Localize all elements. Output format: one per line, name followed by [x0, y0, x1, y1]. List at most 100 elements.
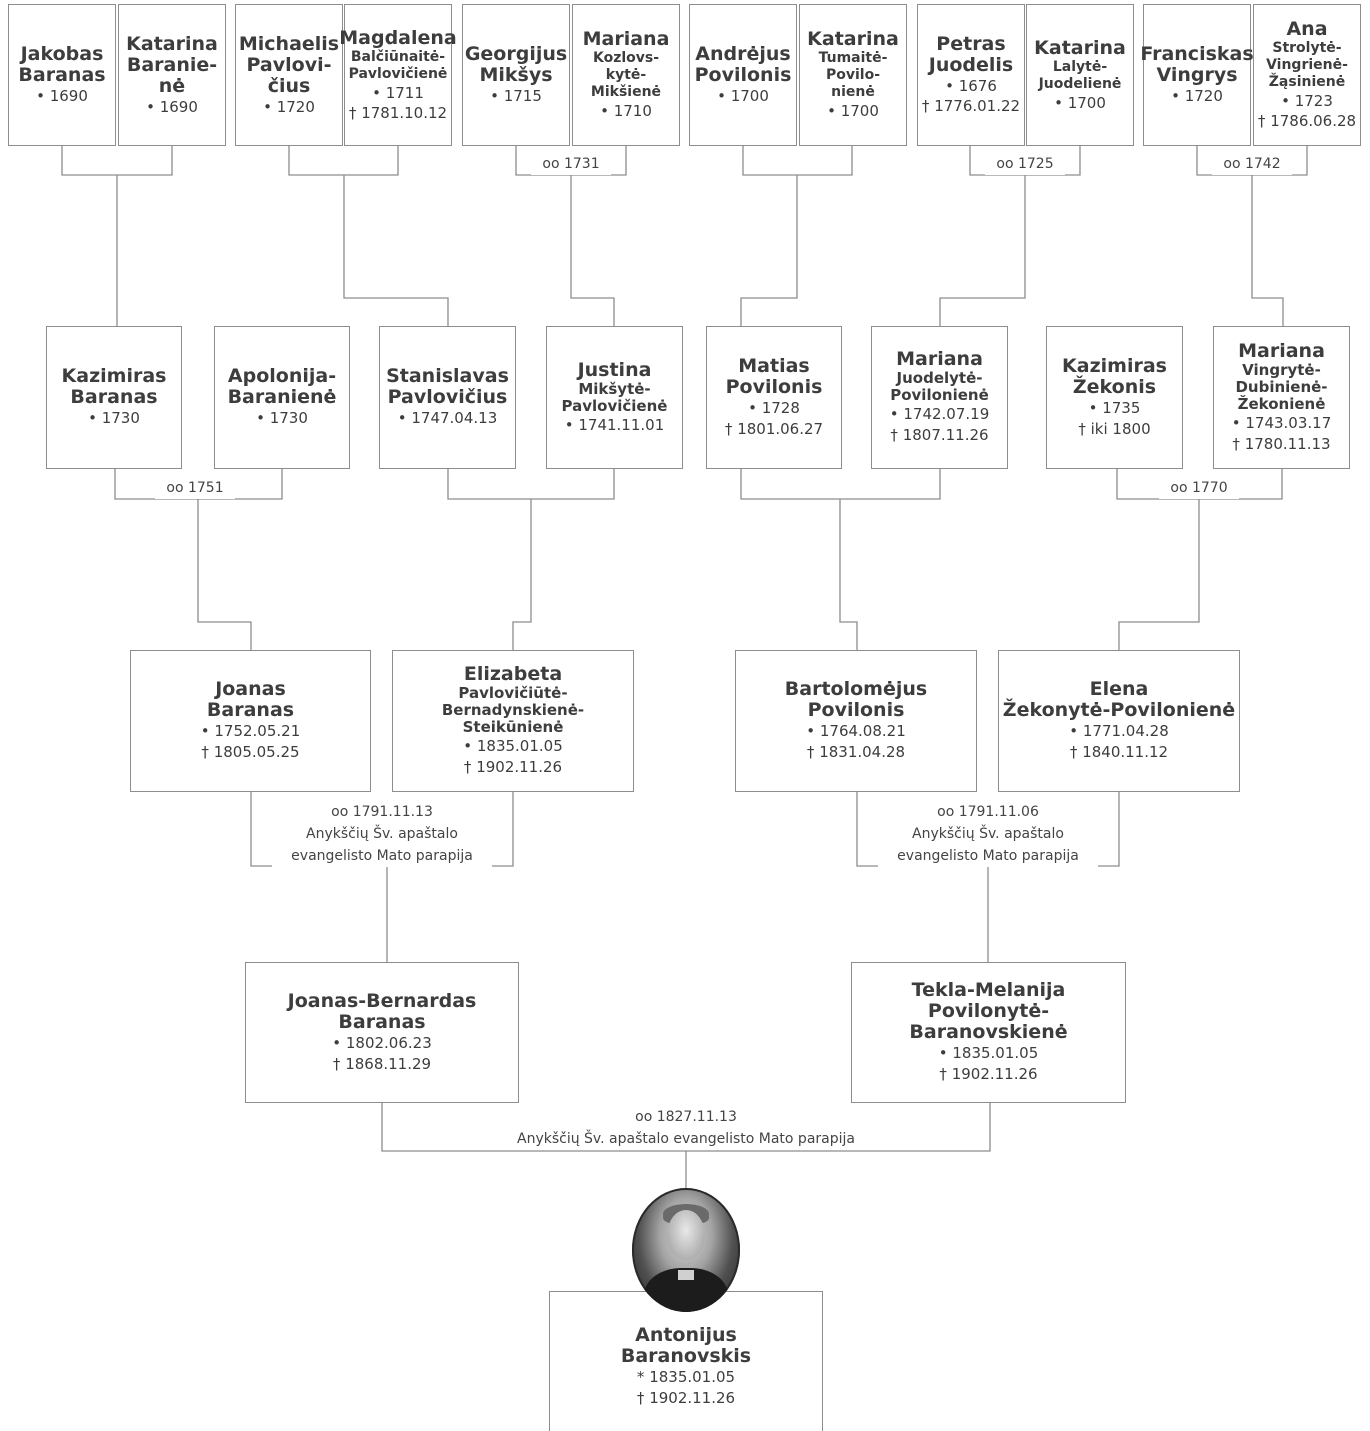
person-surname: Mikšytė-: [578, 379, 651, 398]
person-surname-cont: nė: [158, 74, 186, 97]
person-surname-cont: Žąsinienė: [1268, 74, 1346, 90]
birth-date: • 1752.05.21: [200, 722, 301, 740]
person-kazimiras-baranas: Kazimiras Baranas • 1730: [46, 326, 182, 469]
person-name: Justina: [577, 358, 652, 381]
marriage-date: oo 1827.11.13: [635, 1109, 737, 1125]
person-name: Stanislavas: [386, 365, 509, 387]
birth-date: • 1690: [146, 97, 198, 116]
person-surname-cont: Steikūnienė: [462, 718, 564, 736]
person-petras-juodelis: Petras Juodelis • 1676 † 1776.01.22: [917, 4, 1025, 146]
person-tekla-melanija: Tekla-Melanija Povilonytė-Baranovskienė …: [851, 962, 1126, 1103]
person-georgijus-miksys: Georgijus Mikšys • 1715: [462, 4, 570, 146]
birth-date: • 1730: [88, 409, 140, 427]
person-surname: Vingrys: [1156, 64, 1238, 86]
birth-date: • 1711: [372, 83, 424, 102]
birth-date: • 1771.04.28: [1069, 722, 1169, 740]
marriage-place: Anykščių Šv. apaštalo: [912, 826, 1064, 842]
person-matias-povilonis: Matias Povilonis • 1728 † 1801.06.27: [706, 326, 842, 469]
birth-date: * 1835.01.05: [636, 1367, 736, 1386]
marriage-label: oo 1731: [531, 153, 611, 175]
death-date: † iki 1800: [1078, 419, 1151, 438]
person-surname: Baranas: [70, 386, 158, 408]
person-surname: Baranas: [206, 699, 295, 721]
person-jakobas-baranas: Jakobas Baranas • 1690: [8, 4, 116, 146]
marriage-date: oo 1791.11.06: [937, 804, 1039, 820]
birth-date: • 1764.08.21: [806, 722, 906, 740]
person-name: Katarina: [1034, 36, 1126, 59]
birth-date: • 1741.11.01: [564, 415, 665, 434]
person-name: Kazimiras: [61, 365, 167, 387]
birth-date: • 1742.07.19: [889, 405, 990, 423]
death-date: † 1868.11.29: [332, 1054, 432, 1073]
death-date: † 1902.11.26: [463, 758, 563, 776]
death-date: † 1776.01.22: [921, 97, 1021, 115]
person-name: Tekla-Melanija: [911, 979, 1066, 1001]
person-katarina-tumaite: Katarina Tumaitė- Povilo- nienė • 1700: [799, 4, 907, 146]
person-name: Michaelis: [238, 32, 340, 55]
birth-date: • 1700: [717, 87, 769, 105]
person-andrejus-povilonis: Andrėjus Povilonis • 1700: [689, 4, 797, 146]
person-surname: Balčiūnaitė-: [350, 48, 446, 65]
portrait-collar: [678, 1270, 694, 1280]
marriage-date: oo 1791.11.13: [331, 804, 433, 820]
person-name: Franciskas: [1140, 43, 1254, 65]
portrait-photo: [632, 1188, 740, 1312]
person-mariana-vingryte: Mariana Vingrytė- Dubinienė- Žekonienė •…: [1213, 326, 1350, 469]
death-date: † 1786.06.28: [1257, 112, 1357, 130]
person-surname: Baranas: [18, 64, 106, 86]
person-surname-cont: Juodelienė: [1038, 75, 1122, 92]
person-surname: Tumaitė-: [818, 50, 888, 66]
marriage-place: Anykščių Šv. apaštalo: [306, 826, 458, 842]
birth-date: • 1720: [263, 97, 315, 116]
death-date: † 1840.11.12: [1069, 743, 1169, 761]
death-date: † 1902.11.26: [636, 1388, 736, 1407]
marriage-label-main: oo 1827.11.13 Anykščių Šv. apaštalo evan…: [486, 1106, 886, 1150]
person-surname: Kozlovs-: [592, 50, 660, 66]
person-surname-cont: Povilo-: [825, 67, 881, 83]
person-surname: Povilonytė-Baranovskienė: [909, 1000, 1068, 1043]
person-surname-cont: Pavlovičienė: [348, 65, 448, 82]
person-name: Ana: [1286, 18, 1328, 40]
person-name: Elizabeta: [463, 663, 563, 685]
person-name: Bartolomėjus: [784, 678, 928, 700]
person-name: Mariana: [582, 28, 670, 50]
person-surname: Povilonis: [694, 64, 792, 86]
person-surname: Povilonis: [807, 699, 905, 721]
birth-date: • 1835.01.05: [938, 1044, 1039, 1062]
person-name: Matias: [738, 354, 810, 377]
person-apolonija-baraniene: Apolonija- Baranienė • 1730: [214, 326, 350, 469]
person-mariana-kozlovskyte: Mariana Kozlovs- kytė- Mikšienė • 1710: [572, 4, 680, 146]
person-bartolomejus-povilonis: Bartolomėjus Povilonis • 1764.08.21 † 18…: [735, 650, 977, 792]
person-surname-cont: Vingrienė-: [1266, 57, 1348, 73]
birth-date: • 1720: [1171, 87, 1223, 105]
person-name: Katarina: [807, 28, 899, 50]
person-name: Antonijus: [635, 1323, 737, 1346]
birth-date: • 1743.03.17: [1231, 413, 1332, 432]
person-surname-cont: Povilonienė: [890, 386, 989, 404]
person-surname-cont: Mikšienė: [590, 84, 662, 100]
person-mariana-juodelyte: Mariana Juodelytė- Povilonienė • 1742.07…: [871, 326, 1008, 469]
person-surname: Juodelis: [928, 54, 1014, 76]
birth-date: • 1690: [36, 87, 88, 105]
person-surname-cont: Žekonienė: [1237, 394, 1326, 413]
person-stanislavas-pavlovicius: Stanislavas Pavlovičius • 1747.04.13: [379, 326, 516, 469]
person-surname: Strolytė-: [1272, 40, 1342, 56]
person-surname-cont: čius: [267, 74, 311, 97]
person-name: Andrėjus: [695, 43, 791, 65]
person-surname-cont: kytė-: [605, 67, 647, 83]
person-name: Jakobas: [20, 43, 104, 65]
birth-date: • 1835.01.05: [463, 737, 563, 755]
birth-date: • 1700: [827, 102, 879, 120]
marriage-label: oo 1742: [1212, 153, 1292, 175]
marriage-place: Anykščių Šv. apaštalo evangelisto Mato p…: [517, 1131, 855, 1147]
person-surname: Baranienė: [227, 386, 337, 408]
birth-date: • 1676: [945, 77, 997, 95]
person-name: Georgijus: [464, 43, 568, 65]
person-surname-cont: Dubinienė-: [1235, 377, 1328, 396]
person-magdalena-balciunaite: Magdalena Balčiūnaitė- Pavlovičienė • 17…: [339, 4, 457, 146]
person-elizabeta-pavloviciute: Elizabeta Pavlovičiūtė- Bernadynskienė- …: [392, 650, 634, 792]
death-date: † 1781.10.12: [348, 103, 448, 122]
person-katarina-lalyte: Katarina Lalytė- Juodelienė • 1700: [1026, 4, 1134, 146]
person-name: Joanas-Bernardas: [287, 989, 477, 1012]
